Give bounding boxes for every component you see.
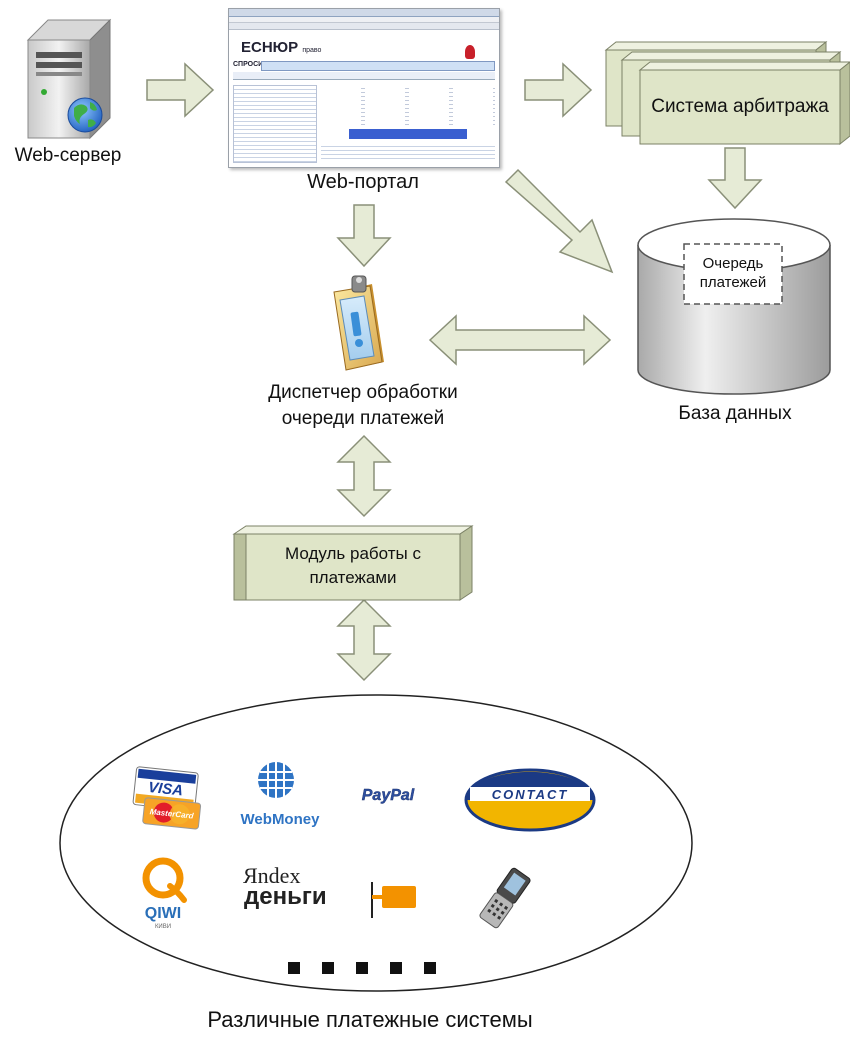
arrow-module-payments — [336, 598, 392, 682]
payment-module-label: Модуль работы с платежами — [285, 544, 421, 587]
mobile-phone-icon — [479, 867, 531, 929]
payment-module-box — [232, 525, 474, 601]
arrow-dispatcher-database — [428, 314, 612, 366]
arrow-portal-to-database — [504, 168, 614, 274]
svg-text:WebMoney: WebMoney — [241, 811, 321, 828]
arrow-portal-to-dispatcher — [336, 204, 392, 268]
svg-text:QIWI: QIWI — [145, 905, 181, 922]
arbitration-system-label: Система арбитража — [651, 96, 829, 117]
yandex-money-logo: Яndex деньги — [243, 863, 416, 918]
arrow-dispatcher-module — [336, 434, 392, 518]
paypal-logo: PayPal — [362, 787, 415, 804]
web-portal-screenshot: ЕСНЮР право СПРОСИ — [228, 8, 500, 168]
svg-text:Яndex: Яndex — [243, 863, 300, 888]
payment-systems-ellipse — [59, 694, 693, 992]
more-systems-ellipsis — [288, 962, 458, 974]
svg-text:VISA: VISA — [147, 779, 184, 800]
payment-systems-label: Различные платежные системы — [207, 1007, 533, 1032]
clipboard-icon — [333, 275, 384, 371]
dispatcher-label: Диспетчер обработки очереди платежей — [268, 382, 458, 429]
portal-site-name: ЕСНЮР право — [241, 39, 322, 56]
payment-queue-box — [683, 243, 783, 305]
svg-text:деньги: деньги — [244, 883, 327, 910]
contact-logo: CONTACT — [464, 768, 596, 832]
web-server-icon — [26, 18, 112, 140]
web-portal-label: Web-портал — [307, 171, 419, 193]
payment-queue-label: Очередь платежей — [699, 255, 767, 291]
webmoney-logo: WebMoney — [241, 762, 321, 828]
svg-text:CONTACT: CONTACT — [492, 787, 569, 802]
database-cylinder — [637, 218, 831, 395]
web-server-label: Web-сервер — [14, 145, 122, 166]
arrow-portal-to-arbitration — [524, 62, 593, 118]
svg-text:КИВИ: КИВИ — [155, 924, 171, 930]
database-label: База данных — [678, 403, 792, 424]
arrow-arbitration-to-database — [707, 147, 763, 210]
mastercard-card: MasterCard — [142, 797, 202, 830]
qiwi-logo: QIWI КИВИ — [142, 857, 187, 930]
portal-search-label: СПРОСИ — [233, 61, 264, 68]
arrow-server-to-portal — [146, 62, 215, 118]
arbitration-system-box — [604, 40, 850, 146]
